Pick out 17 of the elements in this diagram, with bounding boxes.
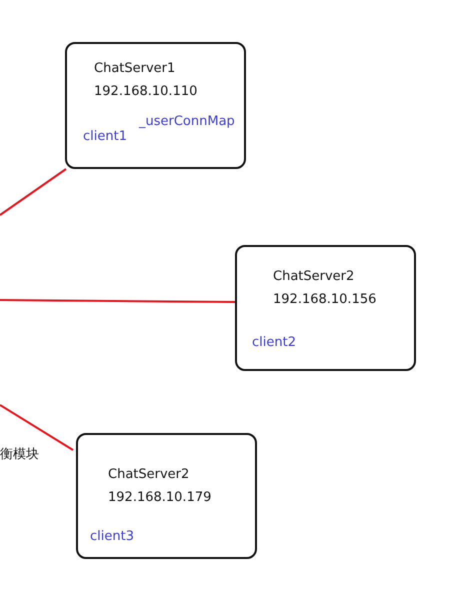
ip-address: 192.168.10.156: [273, 292, 376, 307]
ip-address: 192.168.10.110: [94, 84, 198, 99]
server-box: [235, 245, 416, 371]
server-name: ChatServer2: [108, 467, 190, 482]
connector-line: [0, 404, 74, 451]
server-box: [76, 433, 257, 559]
client-label: client2: [252, 335, 296, 350]
connector-line: [0, 299, 235, 303]
map-label: _userConnMap: [139, 114, 235, 129]
module-label: 衡模块: [0, 446, 39, 463]
client-label: client3: [90, 529, 134, 544]
connector-line: [0, 168, 67, 216]
server-name: ChatServer1: [94, 61, 176, 76]
ip-address: 192.168.10.179: [108, 490, 212, 505]
client-label: client1: [83, 129, 127, 144]
server-box: [65, 42, 246, 169]
server-name: ChatServer2: [273, 269, 354, 284]
